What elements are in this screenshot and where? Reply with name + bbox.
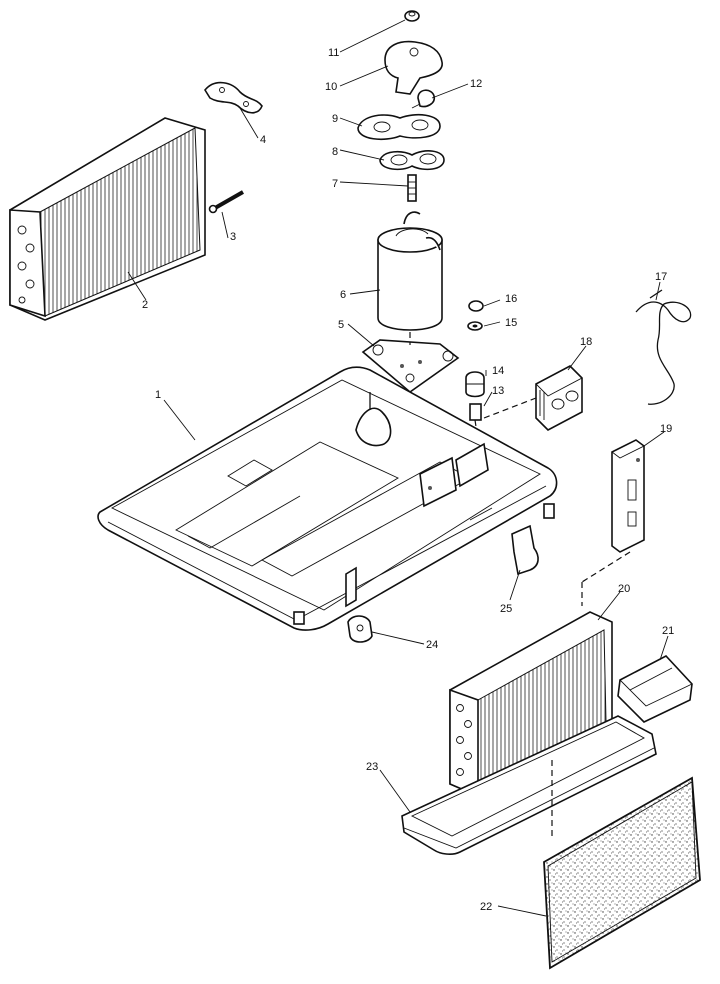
callout-21: 21 [662,625,674,637]
evaporator-coil-part [449,611,613,798]
callout-7: 7 [332,178,338,190]
sleeve-part-13 [469,403,482,421]
callout-13: 13 [492,385,504,397]
nut-part-11 [404,10,420,22]
wire-harness-part [635,289,692,405]
callout-22: 22 [480,901,492,913]
terminal-cover-part-10 [384,40,443,95]
stud-part-7 [407,174,417,202]
compressor-part [377,211,443,331]
gasket-part-9 [357,113,441,141]
callout-10: 10 [325,81,337,93]
callout-24: 24 [426,639,438,651]
callout-19: 19 [660,423,672,435]
mounting-plate-part [361,339,460,394]
callout-6: 6 [340,289,346,301]
leader-lines [127,19,669,917]
callout-20: 20 [618,583,630,595]
grommet-part-14 [465,371,485,398]
callout-14: 14 [492,365,504,377]
condenser-coil-part [9,117,206,321]
callout-1: 1 [155,389,161,401]
callout-9: 9 [332,113,338,125]
fastener-part-24 [347,615,373,643]
callout-8: 8 [332,146,338,158]
clip-part-12 [411,89,436,109]
callout-16: 16 [505,293,517,305]
callout-25: 25 [500,603,512,615]
terminal-block-part [535,365,583,431]
clip-part-25 [511,524,539,576]
washer-part-15 [467,321,483,331]
callout-3: 3 [230,231,236,243]
drain-tray-part [401,715,657,855]
callout-23: 23 [366,761,378,773]
side-bracket-part [611,439,645,553]
callout-15: 15 [505,317,517,329]
drain-bracket-part [617,655,693,723]
screw-part [208,190,244,214]
callout-labels: 11 10 12 4 9 8 7 3 6 2 17 16 15 5 18 14 … [142,47,674,913]
base-pan-part [97,366,558,631]
callout-5: 5 [338,319,344,331]
air-filter-part [543,776,701,970]
callout-18: 18 [580,336,592,348]
callout-11: 11 [328,47,339,59]
callout-17: 17 [655,271,667,283]
nut-part-16 [468,300,484,312]
bracket-part [204,81,263,114]
gasket-part-8 [379,150,445,171]
callout-2: 2 [142,299,148,311]
callout-12: 12 [470,78,482,90]
callout-4: 4 [260,134,266,146]
